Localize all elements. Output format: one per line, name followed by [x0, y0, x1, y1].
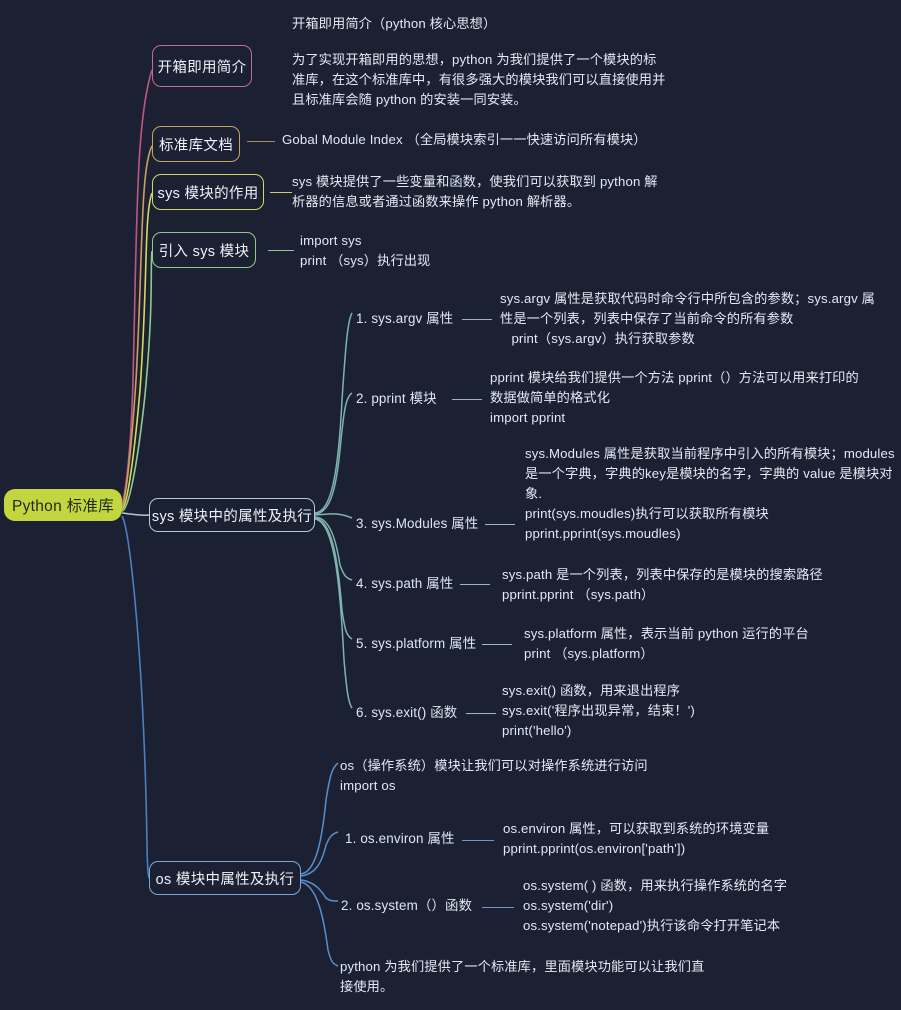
node-kaixiang-label: 开箱即用简介 [157, 59, 247, 76]
root-node-label: Python 标准库 [11, 498, 115, 515]
leaf-os-summary: python 为我们提供了一个标准库，里面模块功能可以让我们直 接使用。 [340, 959, 705, 994]
dash-os-environ [462, 840, 494, 841]
node-sys-import-label: 引入 sys 模块 [158, 243, 250, 260]
leaf-sys-exit-desc: sys.exit() 函数，用来退出程序 sys.exit('程序出现异常，结束… [502, 683, 695, 738]
leaf-label-os-environ[interactable]: 1. os.environ 属性 [345, 831, 455, 846]
leaf-label-sys-argv[interactable]: 1. sys.argv 属性 [356, 311, 454, 326]
leaf-os-intro: os（操作系统）模块让我们可以对操作系统进行访问 import os [340, 758, 648, 793]
node-stdlib-doc[interactable]: 标准库文档 [152, 126, 240, 162]
leaf-kaixiang-desc: 为了实现开箱即用的思想，python 为我们提供了一个模块的标 准库，在这个标准… [292, 52, 666, 107]
node-stdlib-doc-label: 标准库文档 [159, 137, 233, 154]
leaf-stdlib-doc-desc: Gobal Module Index （全局模块索引一一快速访问所有模块） [282, 132, 647, 147]
dash-os-system [482, 907, 514, 908]
dash-sys-role [270, 192, 292, 193]
leaf-sys-path-desc: sys.path 是一个列表，列表中保存的是模块的搜索路径 pprint.ppr… [502, 567, 823, 602]
leaf-sys-argv-desc: sys.argv 属性是获取代码时命令行中所包含的参数；sys.argv 属 性… [500, 291, 875, 346]
dash-sys-platform [482, 644, 512, 645]
node-os-attrs-label: os 模块中属性及执行 [155, 871, 295, 888]
leaf-os-system-desc: os.system( ) 函数，用来执行操作系统的名字 os.system('d… [523, 878, 788, 933]
dash-stdlib-doc [247, 141, 275, 142]
node-sys-role[interactable]: sys 模块的作用 [152, 174, 264, 210]
node-sys-attrs-label: sys 模块中的属性及执行 [151, 508, 313, 525]
leaf-label-pprint-module[interactable]: 2. pprint 模块 [356, 391, 437, 406]
node-sys-import[interactable]: 引入 sys 模块 [152, 232, 256, 268]
leaf-label-os-system[interactable]: 2. os.system（）函数 [341, 898, 473, 913]
dash-sys-modules [485, 524, 515, 525]
dash-sys-path [460, 584, 490, 585]
leaf-label-sys-modules[interactable]: 3. sys.Modules 属性 [356, 516, 479, 531]
leaf-label-sys-path[interactable]: 4. sys.path 属性 [356, 576, 454, 591]
leaf-os-environ-desc: os.environ 属性，可以获取到系统的环境变量 pprint.pprint… [503, 821, 770, 856]
dash-pprint-module [452, 399, 482, 400]
leaf-label-sys-platform[interactable]: 5. sys.platform 属性 [356, 636, 477, 651]
dash-sys-argv [462, 319, 492, 320]
root-node[interactable]: Python 标准库 [4, 489, 122, 521]
dash-sys-import [268, 250, 294, 251]
leaf-pprint-module-desc: pprint 模块给我们提供一个方法 pprint（）方法可以用来打印的 数据做… [490, 370, 859, 425]
node-sys-role-label: sys 模块的作用 [157, 185, 259, 202]
dash-sys-exit [466, 713, 496, 714]
leaf-kaixiang-title: 开箱即用简介（python 核心思想） [292, 16, 497, 31]
node-kaixiang[interactable]: 开箱即用简介 [152, 45, 252, 87]
leaf-sys-role-desc: sys 模块提供了一些变量和函数，使我们可以获取到 python 解 析器的信息… [292, 174, 658, 209]
leaf-sys-platform-desc: sys.platform 属性，表示当前 python 运行的平台 print … [524, 626, 809, 661]
leaf-sys-modules-desc: sys.Modules 属性是获取当前程序中引入的所有模块；modules 是一… [525, 446, 895, 541]
node-os-attrs[interactable]: os 模块中属性及执行 [149, 861, 301, 895]
leaf-sys-import-desc: import sys print （sys）执行出现 [300, 233, 431, 268]
leaf-label-sys-exit[interactable]: 6. sys.exit() 函数 [356, 705, 458, 720]
node-sys-attrs[interactable]: sys 模块中的属性及执行 [149, 498, 315, 532]
